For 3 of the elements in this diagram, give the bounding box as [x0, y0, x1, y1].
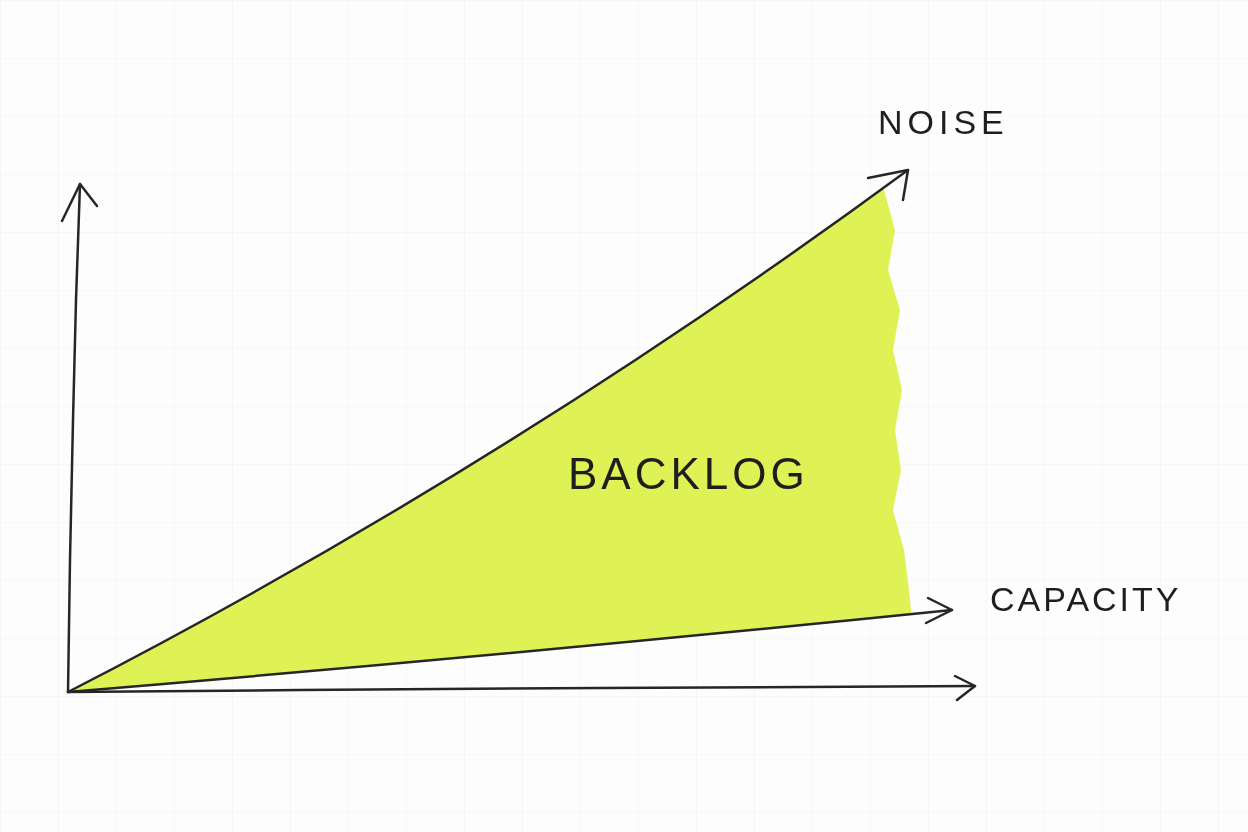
line-label: CAPACITY	[990, 582, 1182, 616]
area-label: BACKLOG	[568, 452, 809, 496]
line-label: NOISE	[878, 105, 1009, 139]
